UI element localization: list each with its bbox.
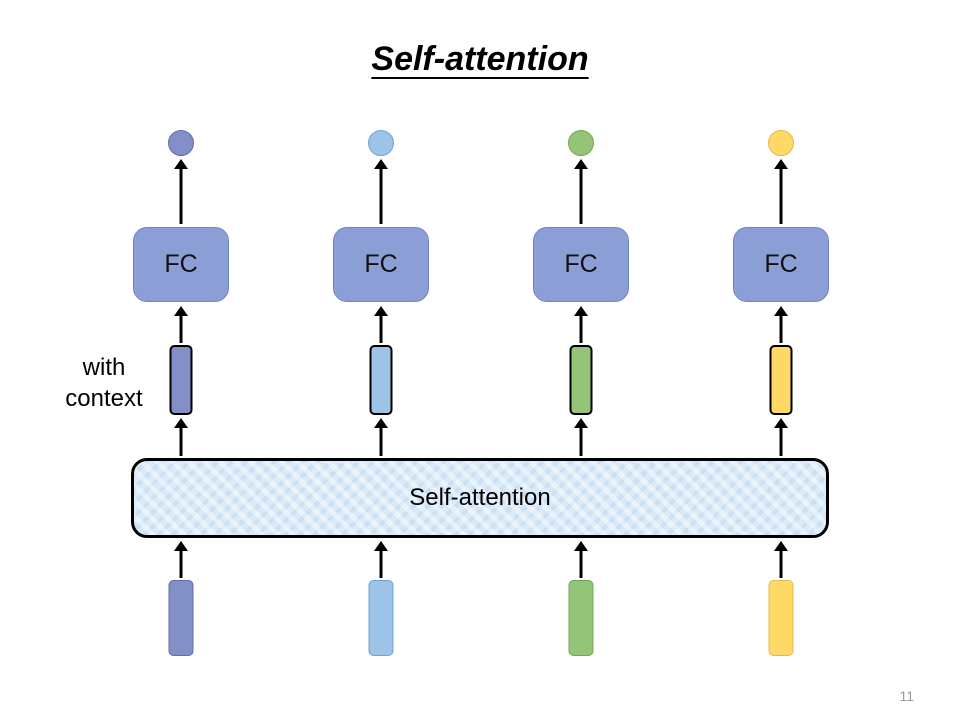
arrowhead-icon [774, 306, 788, 316]
arrow-stem [579, 548, 583, 578]
arrow-stem [179, 313, 183, 343]
up-arrow-icon [773, 418, 789, 456]
fc-box: FC [733, 227, 829, 302]
self-attention-box: Self-attention [131, 458, 829, 538]
fc-box: FC [533, 227, 629, 302]
arrow-stem [379, 425, 383, 456]
arrowhead-icon [374, 306, 388, 316]
output-circle [368, 130, 394, 156]
up-arrow-icon [573, 306, 589, 343]
arrow-stem [779, 166, 783, 224]
up-arrow-icon [773, 541, 789, 578]
arrow-stem [179, 548, 183, 578]
up-arrow-icon [173, 306, 189, 343]
context-vector [769, 345, 793, 415]
output-circle [168, 130, 194, 156]
input-vector [768, 580, 794, 656]
arrow-stem [379, 548, 383, 578]
arrow-stem [579, 425, 583, 456]
arrow-stem [379, 313, 383, 343]
input-vector [368, 580, 394, 656]
page-number: 11 [899, 688, 914, 704]
fc-box: FC [133, 227, 229, 302]
input-vector [168, 580, 194, 656]
up-arrow-icon [373, 418, 389, 456]
up-arrow-icon [773, 159, 789, 224]
arrow-stem [179, 166, 183, 224]
fc-label: FC [164, 250, 198, 278]
up-arrow-icon [573, 159, 589, 224]
arrow-stem [179, 425, 183, 456]
up-arrow-icon [573, 418, 589, 456]
up-arrow-icon [373, 306, 389, 343]
up-arrow-icon [173, 159, 189, 224]
fc-box: FC [333, 227, 429, 302]
slide-title: Self-attention [371, 40, 589, 78]
arrow-stem [579, 166, 583, 224]
arrow-stem [779, 548, 783, 578]
arrowhead-icon [174, 418, 188, 428]
arrowhead-icon [374, 159, 388, 169]
arrowhead-icon [574, 418, 588, 428]
fc-label: FC [564, 250, 598, 278]
with-context-label: with context [65, 354, 143, 413]
arrowhead-icon [574, 541, 588, 551]
context-vector [169, 345, 193, 415]
arrowhead-icon [774, 159, 788, 169]
up-arrow-icon [173, 541, 189, 578]
fc-label: FC [364, 250, 398, 278]
up-arrow-icon [573, 541, 589, 578]
input-vector [568, 580, 594, 656]
arrowhead-icon [574, 306, 588, 316]
up-arrow-icon [373, 159, 389, 224]
arrowhead-icon [174, 159, 188, 169]
output-circle [768, 130, 794, 156]
up-arrow-icon [173, 418, 189, 456]
arrow-stem [379, 166, 383, 224]
fc-label: FC [764, 250, 798, 278]
arrowhead-icon [174, 541, 188, 551]
context-vector [569, 345, 593, 415]
arrowhead-icon [174, 306, 188, 316]
arrow-stem [779, 425, 783, 456]
arrowhead-icon [374, 418, 388, 428]
arrowhead-icon [574, 159, 588, 169]
arrowhead-icon [374, 541, 388, 551]
arrowhead-icon [774, 541, 788, 551]
arrow-stem [579, 313, 583, 343]
context-vector [369, 345, 393, 415]
up-arrow-icon [373, 541, 389, 578]
arrowhead-icon [774, 418, 788, 428]
arrow-stem [779, 313, 783, 343]
output-circle [568, 130, 594, 156]
up-arrow-icon [773, 306, 789, 343]
self-attention-label: Self-attention [409, 484, 551, 511]
